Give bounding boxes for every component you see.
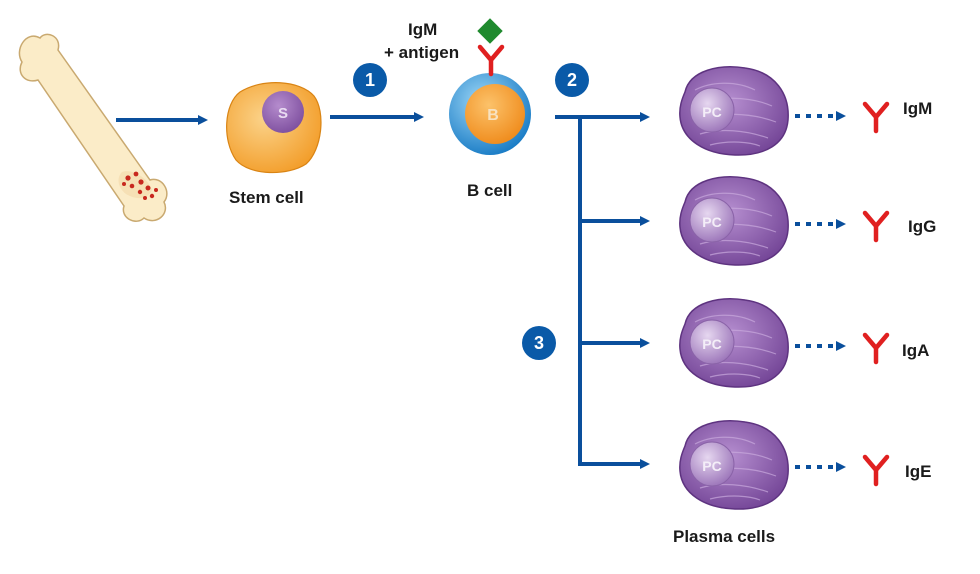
step-badge-3: 3 <box>522 326 556 360</box>
stem-cell-label: Stem cell <box>229 188 304 207</box>
antibody-label-igg: IgG <box>908 217 937 236</box>
igm-receptor-icon <box>480 47 502 74</box>
branch-connector <box>555 112 650 469</box>
step-badge-2: 2 <box>555 63 589 97</box>
b-cell-nucleus-letter: B <box>487 107 499 124</box>
plasma-cell-letter: PC <box>702 214 721 230</box>
plasma-cell-letter: PC <box>702 458 721 474</box>
antibody-label-igm: IgM <box>903 99 933 118</box>
antigen-icon <box>477 18 503 44</box>
plasma-cell-igg: PC <box>679 176 789 266</box>
plasma-cell-iga: PC <box>679 298 789 388</box>
antibody-igm-icon <box>865 104 887 131</box>
plasma-cell-ige: PC <box>679 420 789 510</box>
plasma-cell-letter: PC <box>702 336 721 352</box>
b-cell: B <box>449 73 531 155</box>
step-badge-1: 1 <box>353 63 387 97</box>
bone-icon <box>18 33 168 222</box>
antibody-ige-icon <box>865 457 887 484</box>
igm-antigen-label-line1: IgM <box>408 20 438 39</box>
antibody-iga-icon <box>865 335 887 362</box>
stem-cell-nucleus-letter: S <box>278 105 288 122</box>
plasma-cell-letter: PC <box>702 104 721 120</box>
antibody-label-ige: IgE <box>905 462 932 481</box>
b-cell-label: B cell <box>467 181 513 200</box>
plasma-cell-igm: PC <box>679 66 789 156</box>
stem-cell: S <box>226 82 322 174</box>
antibody-label-iga: IgA <box>902 341 930 360</box>
igm-antigen-label-line2: + antigen <box>384 43 460 62</box>
antibody-igg-icon <box>865 213 887 240</box>
plasma-cells-label: Plasma cells <box>673 527 776 546</box>
secretion-arrows <box>795 111 846 472</box>
